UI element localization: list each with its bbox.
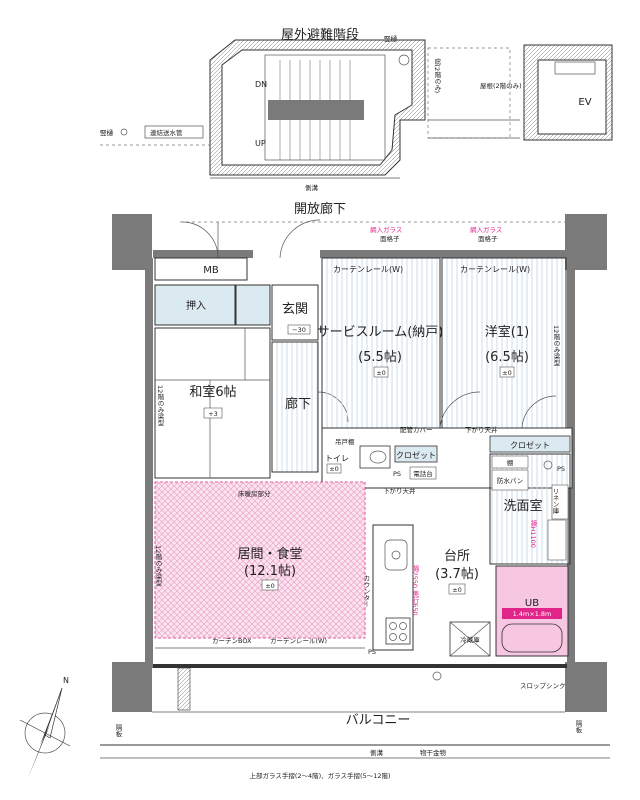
living-size: (12.1帖) [244,564,296,579]
ub-label: UB [525,598,539,609]
ps-label-2: PS [557,465,565,473]
curtain-rail-service: カーテンレール(W) [333,265,403,274]
closet-label-1: クロゼット [396,450,436,460]
balcony-area: バルコニー スロップシンク 隔板 隔板 側溝 物干金物 上部ガラス手摺(2〜4階… [100,667,610,780]
lowered-ceiling-2: 下がり天井 [383,486,416,495]
youshitsu-name: 洋室(1) [485,324,529,340]
lowered-ceiling-1: 下がり天井 [465,425,498,434]
lattice-label-1: 面格子 [380,234,400,243]
stair-treads [279,60,351,160]
curtain-rail-youshitsu: カーテンレール(W) [460,265,530,274]
eaves-label: 庇(2階のみ) [433,57,441,93]
rouka-label: 廊下 [285,396,311,412]
floor-heating-label: 床暖房部分 [238,489,271,498]
rouka-area [271,341,319,473]
top-side-ditch-label: 側溝 [305,183,319,192]
living-beam-label: 12階のみ梁型 [154,545,162,586]
senmenshitsu-label: 洗面室 [503,498,542,514]
partition-label-1: 隔板 [114,723,122,739]
fridge-label: 冷蔵庫 [460,635,480,644]
toilet-label: トイレ [325,454,349,463]
washitsu-room [154,327,271,479]
gutter-label-top: 竪樋 [384,34,398,43]
north-label: N [63,676,69,685]
shelf-label: 棚 [507,458,514,467]
genkan-level: −30 [292,326,306,334]
washitsu-level: +3 [208,410,218,418]
counter-label: カウンター [362,575,370,608]
connection-pipe-label: 連結送水管 [150,128,183,137]
oshiire-label: 押入 [186,299,206,312]
handrail-note: 上部ガラス手摺(2〜4階)、ガラス手摺(5〜12階) [249,771,390,780]
service-room-name: サービスルーム(納戸) [317,325,444,340]
stair-dn-label: DN [255,80,267,89]
oshiire-box [154,284,236,326]
compass-rose: N [19,676,71,778]
youshitsu-size: (6.5帖) [485,350,529,365]
washitsu-label: 和室6帖 [189,384,236,400]
mb-label: MB [203,265,219,276]
mirror-label: 鏡H1100 [529,519,537,548]
escape-stairs-title: 屋外避難階段 [281,28,359,43]
escape-stairs-area: 屋外避難階段 竪樋 DN UP 庇(2階のみ) 屋根(2階のみ) EV [100,28,613,192]
kitchen-name: 台所 [444,549,470,564]
washitsu-beam-label: 12階のみ梁型 [156,385,164,426]
living-name: 居間・食堂 [237,546,302,562]
gutter-label-left: 竪樋 [100,128,114,137]
closet-label-2: クロゼット [510,440,550,450]
mb-box [154,257,248,281]
waterproof-pan-label: 防水パン [497,476,523,485]
ps-label-3: PS [368,648,376,656]
youshitsu-room [441,257,567,429]
partition-label-2: 隔板 [574,719,582,735]
youshitsu-level: ±0 [502,369,512,377]
curtain-box-label: カーテンBOX [212,637,252,645]
living-level: ±0 [265,582,275,590]
stair-landing-wall [268,100,364,120]
service-room [321,257,441,429]
balcony-side-ditch: 側溝 [370,748,384,757]
curtain-rail-living: カーテンレール(W) [270,637,327,645]
linen-label: リネン庫 [551,488,559,515]
ev-label: EV [578,97,591,108]
kitchen-level: ±0 [452,586,462,594]
service-room-size: (5.5帖) [358,350,402,365]
laundry-hardware-label: 物干金物 [420,748,447,757]
youshitsu-beam-label: 12階のみ梁型 [552,325,560,366]
open-corridor-label: 開放廊下 [294,201,346,217]
toilet-level: ±0 [329,465,339,473]
roof-label: 屋根(2階のみ) [480,81,522,90]
piping-cover-label: 配管カバー [400,425,433,434]
lattice-label-2: 面格子 [478,234,498,243]
service-room-level: ±0 [376,369,386,377]
stair-up-label: UP [255,139,266,148]
toilet-shelf-label: 吊戸棚 [335,437,355,446]
balcony-label: バルコニー [346,713,411,728]
ub-size-label: 1.4m×1.8m [513,610,552,618]
slop-sink-label: スロップシンク [520,682,566,690]
genkan-label: 玄関 [282,302,308,317]
counter-dims-label: 幅2550 奥行650 [411,564,419,616]
wire-glass-label-1: 網入ガラス [370,225,402,234]
ps-label-1: PS [393,470,401,478]
wire-glass-label-2: 網入ガラス [470,225,502,234]
phone-stand-label: 電話台 [413,469,433,478]
kitchen-size: (3.7帖) [435,567,479,582]
